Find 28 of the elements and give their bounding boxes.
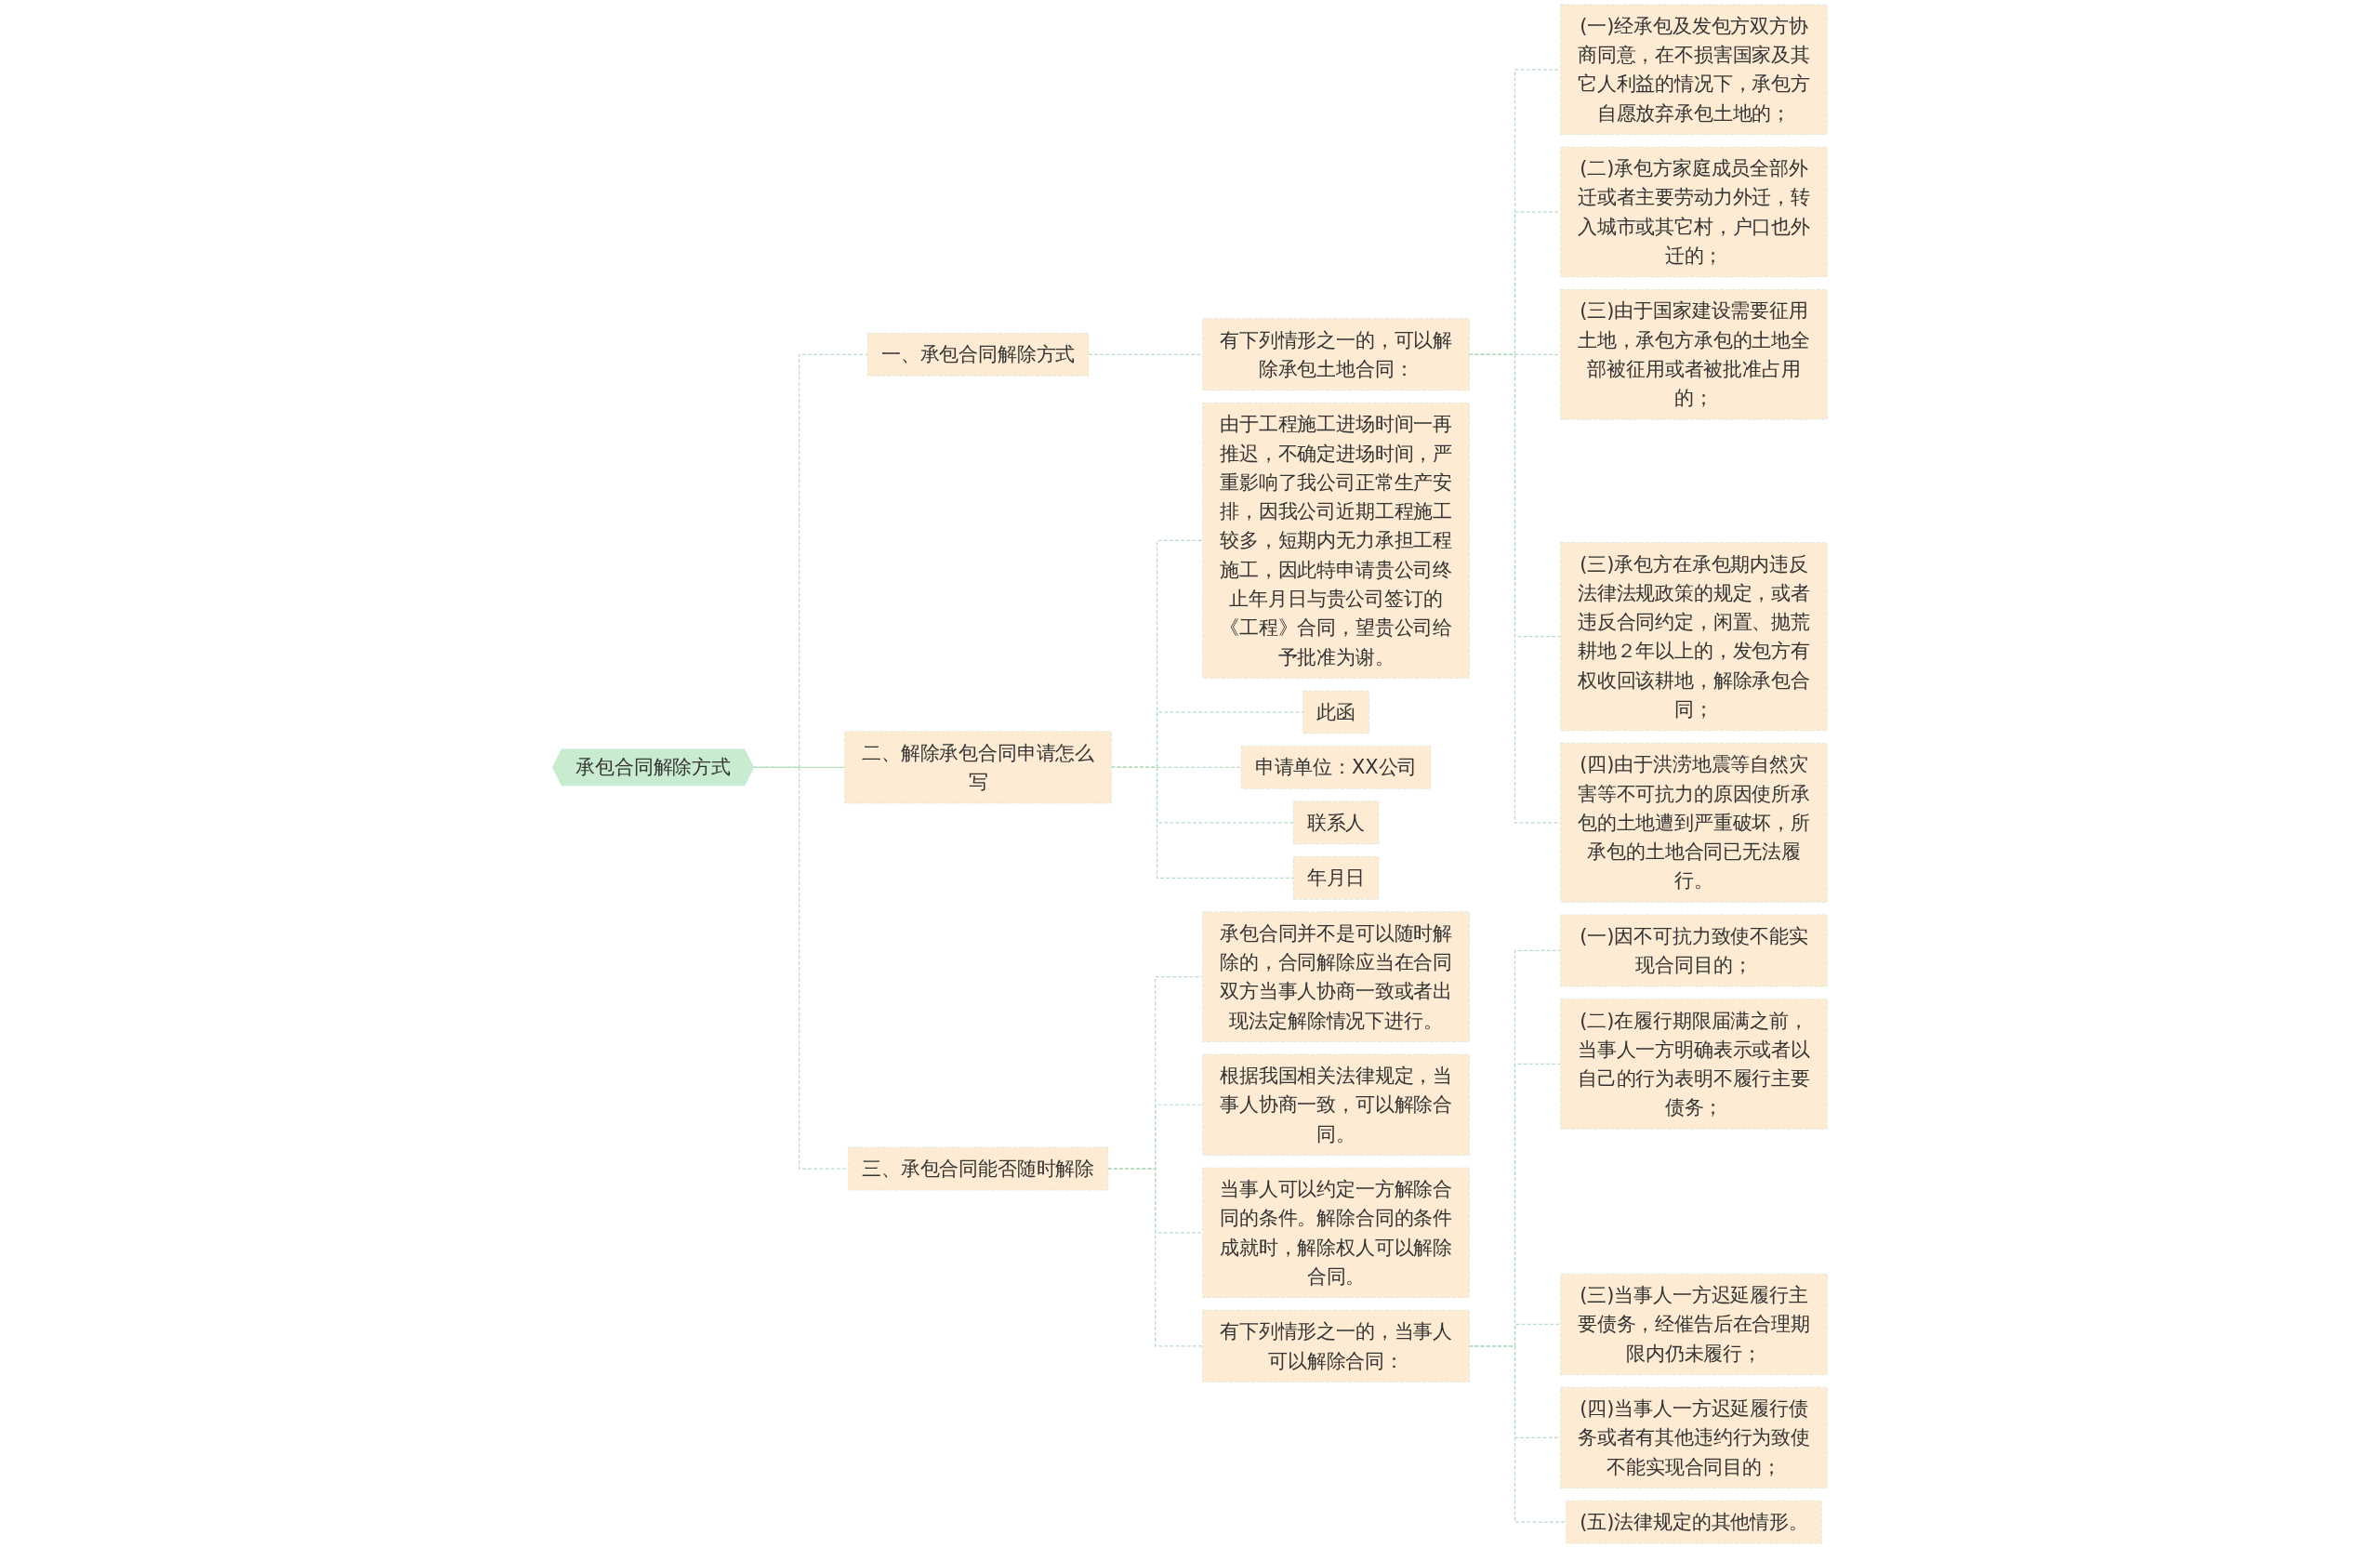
node-box: 有下列情形之一的，当事人可以解除合同： (1202, 1309, 1470, 1383)
node-box: (二)在履行期限届满之前，当事人一方明确表示或者以自己的行为表明不履行主要债务； (1560, 999, 1828, 1130)
connector (1110, 766, 1294, 879)
node-box: (一)经承包及发包方双方协商同意，在不损害国家及其它人利益的情况下，承包方自愿放弃承包土地的； (1560, 4, 1828, 135)
node-box: (三)由于国家建设需要征用土地，承包方承包的土地全部被征用或者被批准占用的； (1560, 289, 1828, 420)
node-box: (一)因不可抗力致使不能实现合同目的； (1560, 914, 1828, 987)
node-box: 一、承包合同解除方式 (866, 333, 1090, 377)
node-box: 年月日 (1292, 856, 1380, 900)
node-box: (五)法律规定的其他情形。 (1566, 1500, 1822, 1544)
connector (752, 766, 849, 1170)
node-box: 二、解除承包合同申请怎么写 (844, 731, 1112, 804)
connector (1468, 1345, 1567, 1523)
node-box: (三)当事人一方迟延履行主要债务，经催告后在合理期限内仍未履行； (1560, 1273, 1828, 1375)
node-box: 联系人 (1292, 800, 1380, 845)
node-box: 当事人可以约定一方解除合同的条件。解除合同的条件成就时，解除权人可以解除合同。 (1202, 1167, 1470, 1299)
node-box: 此函 (1302, 690, 1369, 734)
node-box: (四)当事人一方迟延履行债务或者有其他违约行为致使不能实现合同目的； (1560, 1386, 1828, 1488)
node-box: (四)由于洪涝地震等自然灾害等不可抗力的原因使所承包的土地遭到严重破坏，所承包的土地合同已无法履行。 (1560, 743, 1828, 903)
connector (1088, 353, 1204, 355)
connector (1468, 353, 1562, 824)
node-box: 承包合同并不是可以随时解除的，合同解除应当在合同双方当事人协商一致或者出现法定解除情况下进行。 (1202, 911, 1470, 1042)
node-box: 由于工程施工进场时间一再推迟，不确定进场时间，严重影响了我公司正常生产安排，因我公司近期工程施工较多，短期内无力承担工程施工，因此特申请贵公司终止年月日与贵公司签订的《工程》合同，望贵公司给予批准为谢。 (1202, 403, 1470, 679)
node-box: 申请单位：XX公司 (1240, 746, 1432, 789)
node-box: 根据我国相关法律规定，当事人协商一致，可以解除合同。 (1202, 1053, 1470, 1156)
node-box: 三、承包合同能否随时解除 (848, 1146, 1109, 1191)
node-box: (二)承包方家庭成员全部外迁或者主要劳动力外迁，转入城市或其它村，户口也外迁的； (1560, 146, 1828, 278)
node-box: 有下列情形之一的，可以解除承包土地合同： (1202, 318, 1470, 391)
node-box: (三)承包方在承包期内违反法律法规政策的规定，或者违反合同约定，闲置、抛荒耕地２年以上的，发包方有权收回该耕地，解除承包合同； (1560, 542, 1828, 732)
